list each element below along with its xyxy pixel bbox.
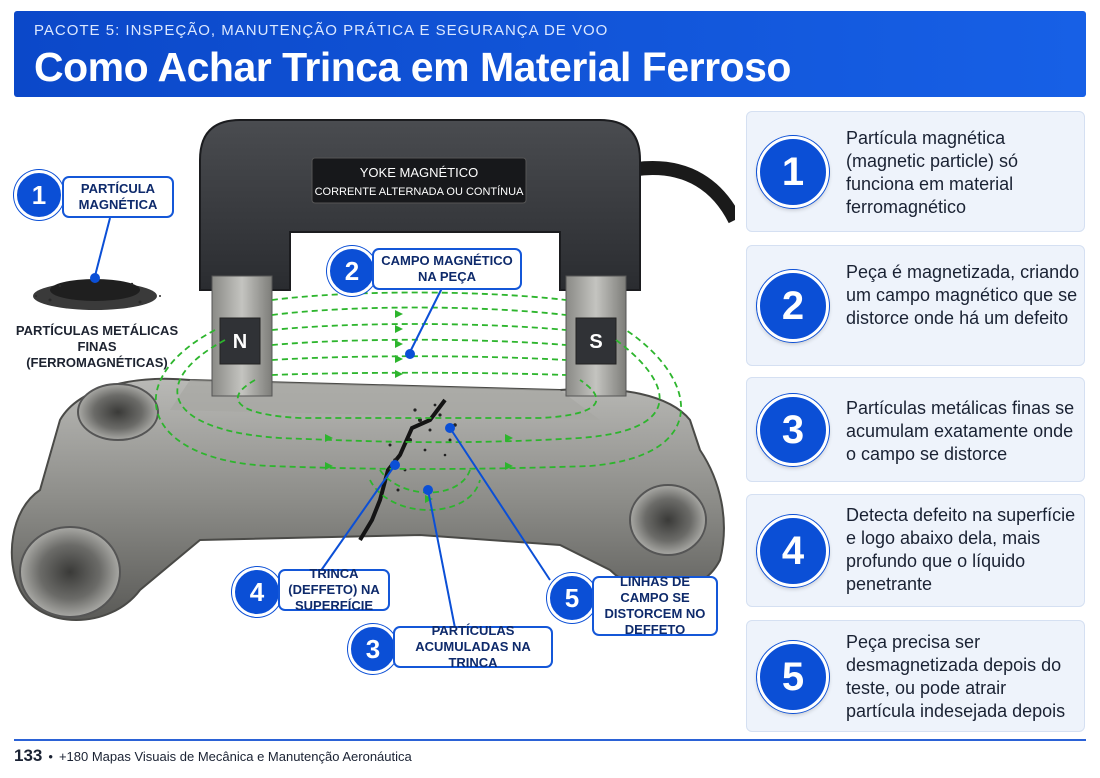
callout-5-label: LINHAS DE CAMPO SE DISTORCEM NO DEFFETO	[592, 574, 718, 637]
callout-4-number: 4	[232, 567, 282, 617]
footer-text: +180 Mapas Visuais de Mecânica e Manuten…	[58, 748, 412, 764]
header-banner: PACOTE 5: INSPEÇÃO, MANUTENÇÃO PRÁTICA E…	[14, 11, 1086, 97]
info-card-4: 4 Detecta defeito na superfície e logo a…	[746, 494, 1085, 607]
info-card-1: 1 Partícula magnética (magnetic particle…	[746, 111, 1085, 232]
cable	[628, 161, 735, 224]
callout-1-label: PARTÍCULA MAGNÉTICA	[62, 176, 174, 218]
yoke-subtitle: CORRENTE ALTERNADA OU CONTÍNUA	[315, 185, 524, 198]
callout-2-label: CAMPO MAGNÉTICO NA PEÇA	[372, 248, 522, 290]
yoke-title: YOKE MAGNÉTICO	[360, 165, 478, 180]
part-hole-left-bottom	[19, 526, 121, 618]
footer-bullet: •	[48, 748, 53, 764]
callout-3-number: 3	[348, 624, 398, 674]
callout-2-number: 2	[327, 246, 377, 296]
yoke-magnet	[199, 119, 641, 291]
page-title: Como Achar Trinca em Material Ferroso	[34, 44, 791, 90]
footer-divider	[14, 739, 1086, 741]
particle-pile	[33, 279, 161, 310]
leader-lines	[90, 217, 551, 629]
callout-3-label: PARTÍCULAS ACUMULADAS NA TRINCA	[393, 623, 553, 670]
info-card-2: 2 Peça é magnetizada, criando um campo m…	[746, 245, 1085, 366]
footer: 133 • +180 Mapas Visuais de Mecânica e M…	[14, 746, 412, 766]
callout-1-number: 1	[14, 170, 64, 220]
pole-s-label: S	[589, 331, 602, 353]
callout-5-number: 5	[547, 573, 597, 623]
yoke-plate	[311, 157, 527, 204]
pole-n-label: N	[233, 331, 247, 353]
part-hole-right	[629, 484, 707, 556]
part-hole-left-top	[77, 383, 159, 441]
field-arrows	[325, 310, 513, 503]
info-card-2-number: 2	[757, 270, 829, 342]
info-card-2-text: Peça é magnetizada, criando um campo mag…	[846, 262, 1080, 328]
info-card-5-text: Peça precisa ser desmagnetizada depois d…	[846, 632, 1066, 721]
callout-4-label: TRINCA (DEFFETO) NA SUPERFÍCIE	[278, 566, 390, 613]
info-card-3-number: 3	[757, 394, 829, 466]
info-card-4-text: Detecta defeito na superfície e logo aba…	[846, 505, 1076, 594]
info-card-5: 5 Peça precisa ser desmagnetizada depois…	[746, 620, 1085, 732]
info-card-3-text: Partículas metálicas finas se acumulam e…	[846, 398, 1075, 464]
info-card-1-number: 1	[757, 136, 829, 208]
info-card-1-text: Partícula magnética (magnetic particle) …	[846, 128, 1019, 217]
yoke-illustration: YOKE MAGNÉTICO CORRENTE ALTERNADA OU CON…	[10, 119, 735, 629]
page-number: 133	[14, 746, 43, 765]
info-card-3: 3 Partículas metálicas finas se acumulam…	[746, 377, 1085, 482]
info-card-4-number: 4	[757, 515, 829, 587]
particles-caption: PARTÍCULAS METÁLICAS FINAS (FERROMAGNÉTI…	[15, 323, 179, 370]
info-card-5-number: 5	[757, 641, 829, 713]
header-kicker: PACOTE 5: INSPEÇÃO, MANUTENÇÃO PRÁTICA E…	[34, 22, 609, 39]
